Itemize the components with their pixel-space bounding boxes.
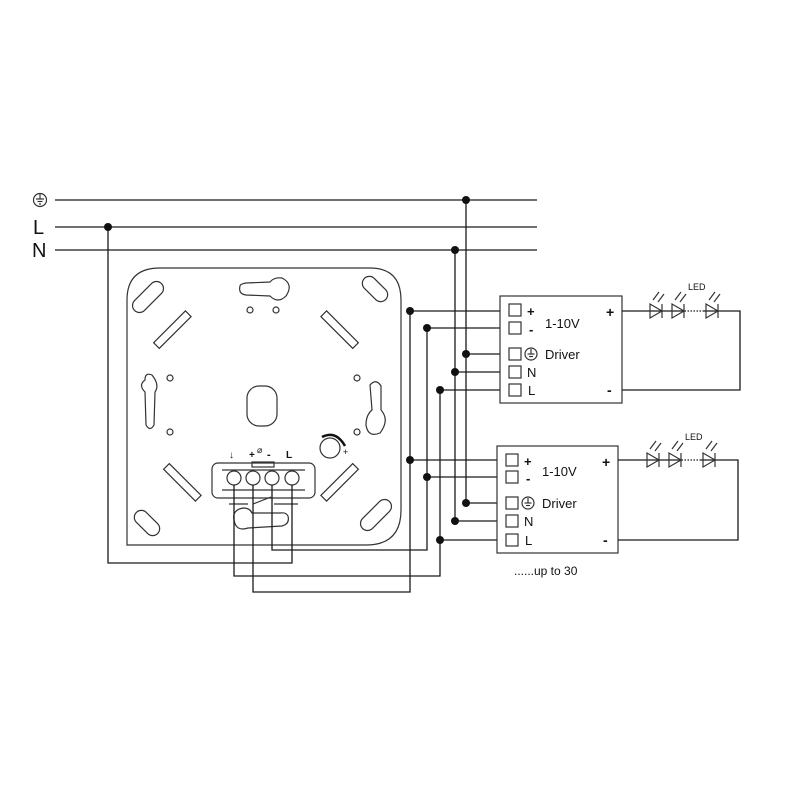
earth-icon	[521, 496, 535, 510]
driver-input-plus: +	[524, 454, 532, 469]
terminal-label-output: ↓	[229, 450, 234, 461]
driver-l: L	[525, 533, 532, 548]
driver-output-plus: +	[606, 304, 614, 320]
driver-n: N	[527, 365, 536, 380]
driver-name: Driver	[542, 496, 577, 511]
driver-input-plus: +	[527, 304, 535, 319]
terminal-label-l: L	[286, 450, 292, 461]
led-icon	[671, 291, 687, 320]
dimmer-terminal-block: ↓ + ⌀ - L	[211, 445, 316, 530]
led-icon	[705, 291, 721, 320]
driver-count-note: ......up to 30	[514, 564, 578, 578]
line-label: L	[33, 217, 44, 239]
driver-voltage: 1-10V	[545, 316, 580, 331]
driver-l: L	[528, 383, 535, 398]
driver-output-minus: -	[607, 382, 612, 398]
earth-icon	[524, 347, 538, 361]
driver-output-minus: -	[603, 532, 608, 548]
terminal-label-minus: -	[267, 449, 271, 461]
control-symbol: ⌀	[257, 445, 263, 455]
driver-2: + - 1-10V Driver N L + - LED	[496, 432, 739, 554]
svg-text:+: +	[343, 447, 348, 457]
driver-voltage: 1-10V	[542, 464, 577, 479]
led-label: LED	[685, 432, 703, 442]
dimmer-plate: +	[126, 267, 402, 546]
driver-input-minus: -	[529, 322, 533, 337]
driver-input-minus: -	[526, 471, 530, 486]
earth-icon	[32, 192, 48, 208]
led-icon	[668, 440, 684, 469]
led-icon	[646, 440, 662, 469]
driver-output-plus: +	[602, 454, 610, 470]
neutral-label: N	[32, 240, 46, 262]
led-label: LED	[688, 282, 706, 292]
driver-1: + - 1-10V Driver N L + - LED	[499, 282, 741, 404]
dimmer-knob-icon: +	[319, 433, 348, 459]
driver-name: Driver	[545, 347, 580, 362]
driver-n: N	[524, 514, 533, 529]
led-icon	[702, 440, 718, 469]
led-icon	[649, 291, 665, 320]
wiring	[104, 196, 500, 593]
terminal-label-plus: +	[249, 450, 255, 461]
